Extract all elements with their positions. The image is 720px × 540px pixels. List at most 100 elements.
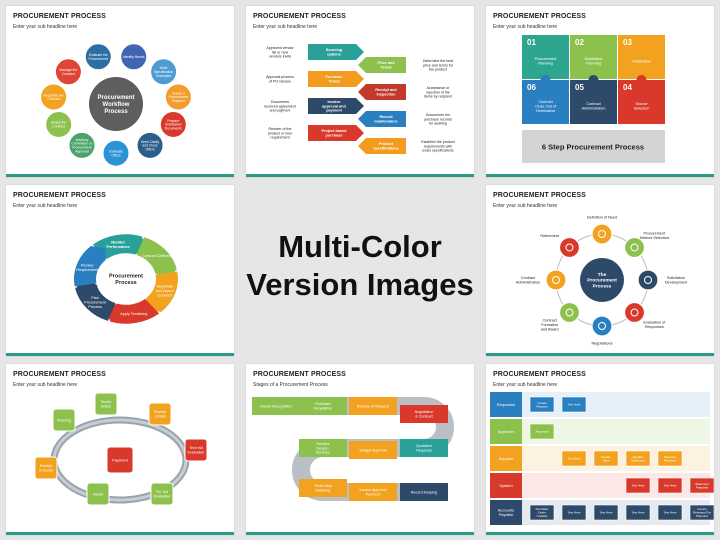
label-line: Price and	[377, 61, 395, 65]
lane-label: System	[499, 483, 513, 488]
label-line: Requestor	[497, 402, 516, 407]
label-line: Payment	[696, 514, 708, 518]
process-label: Text Here	[568, 511, 581, 515]
gear-icon	[565, 243, 574, 252]
card-subtitle: Enter your sub headline here	[13, 24, 78, 30]
label-line: Needs Recognition	[260, 404, 291, 408]
label-line: of Goods	[39, 468, 54, 472]
step-node	[120, 43, 148, 71]
label-line: Terms	[380, 66, 391, 70]
label-line: Contract	[542, 318, 557, 322]
label-line: Specification	[154, 70, 173, 74]
card-title: PROCUREMENT PROCESS	[493, 192, 586, 199]
label-line: Contract	[52, 125, 65, 129]
label-line: Development	[665, 281, 688, 285]
label-line: Procurement	[169, 95, 188, 99]
puzzle-knob	[540, 75, 551, 85]
label-line: Process	[104, 109, 128, 115]
label-line: maintenance	[374, 120, 397, 124]
label-line: requirement	[270, 136, 289, 140]
cycle-arrow	[73, 246, 106, 287]
caption-bar	[522, 130, 665, 163]
stage-icon	[623, 301, 646, 324]
thumbnail-icon-cycle[interactable]: PROCUREMENT PROCESS Enter your sub headli…	[486, 185, 714, 356]
label-line: vendors invite	[269, 55, 291, 59]
label-line: Evaluation	[154, 494, 171, 498]
label-line: Offers	[145, 147, 154, 151]
label-line: specifications	[373, 147, 398, 151]
step-node	[40, 83, 68, 111]
label-line: Examples	[156, 74, 171, 78]
puzzle-knob	[636, 75, 647, 85]
label-line: Planning	[57, 418, 71, 422]
label-line: Requisition	[314, 406, 332, 410]
label-line: & Contract	[415, 414, 432, 418]
gear-icon	[552, 276, 560, 284]
card-title: PROCUREMENT PROCESS	[13, 13, 106, 20]
label-line: Terms	[328, 80, 339, 84]
label-line: Quotation	[416, 444, 432, 448]
card-title: PROCUREMENT PROCESS	[253, 13, 346, 20]
process-box	[561, 450, 587, 467]
label-line: Close Out of	[535, 104, 557, 108]
label-line: Source	[635, 102, 647, 106]
flow-step	[148, 402, 172, 426]
label-line: Administration	[516, 281, 540, 285]
lane-header	[490, 419, 522, 444]
label-line: Text Here	[568, 457, 581, 461]
lane-header	[490, 392, 522, 417]
lane-header	[490, 446, 522, 471]
process-box	[625, 504, 651, 521]
label-line: System	[499, 483, 513, 488]
process-box	[529, 396, 555, 413]
card-subtitle: Enter your sub headline here	[493, 203, 558, 209]
label-line: Contract	[158, 293, 173, 297]
label-line: Award	[93, 492, 103, 496]
label-line: Statement	[695, 482, 709, 486]
label-line: 01	[527, 38, 536, 47]
card-title: PROCUREMENT PROCESS	[13, 192, 106, 199]
flow-step	[150, 482, 174, 506]
label-line: Approved	[536, 430, 549, 434]
process-box	[561, 396, 587, 413]
label-line: items by recipient	[424, 95, 452, 99]
label-line: Evaluate	[109, 149, 122, 153]
process-label: Text Here	[568, 457, 581, 461]
label-line: Negotiate the	[44, 93, 64, 97]
stage-icon	[637, 269, 659, 291]
gear-icon	[630, 243, 639, 252]
label-line: Notice	[101, 404, 111, 408]
label-line: and Close	[142, 144, 157, 148]
label-line: 06	[527, 83, 536, 92]
thumbnail-workflow-circle[interactable]: PROCUREMENT PROCESS Enter your sub headli…	[6, 6, 234, 177]
stage-icon	[545, 269, 567, 291]
label-line: Procurement	[84, 300, 107, 304]
label-line: Approver	[498, 429, 515, 434]
label-line: Advisory	[75, 138, 88, 142]
label-line: Contract Delivery	[142, 254, 171, 258]
label-line: and Award	[541, 327, 559, 331]
label-line: rejection of the	[426, 90, 450, 94]
label-line: Record	[379, 115, 393, 119]
